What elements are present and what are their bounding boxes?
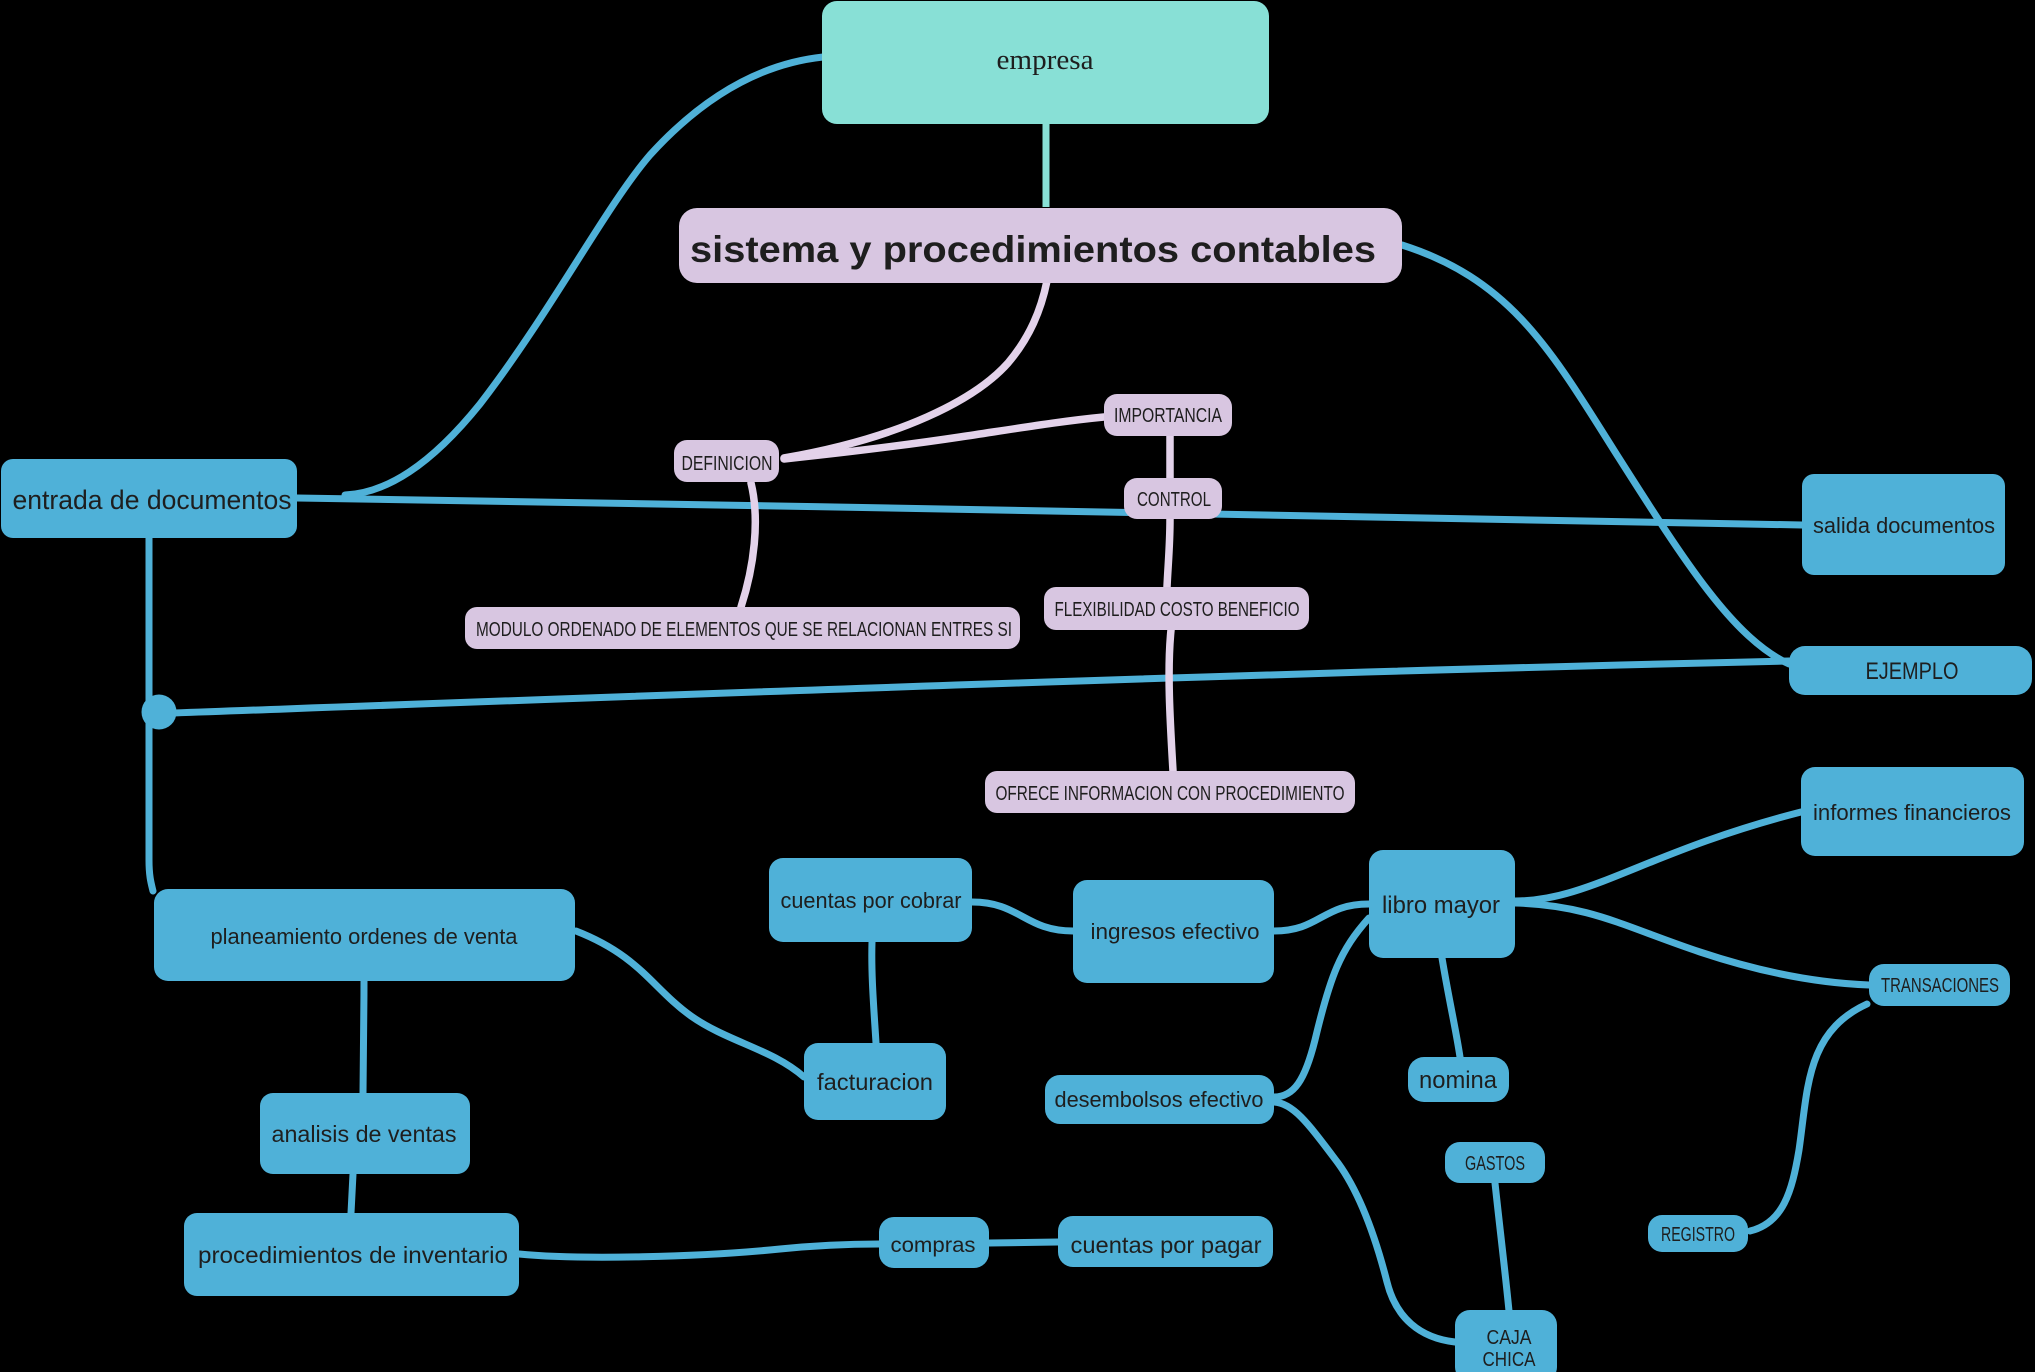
svg-text:salida documentos: salida documentos xyxy=(1813,513,1995,538)
svg-text:FLEXIBILIDAD COSTO BENEFICIO: FLEXIBILIDAD COSTO BENEFICIO xyxy=(1055,599,1300,621)
svg-text:CAJA: CAJA xyxy=(1487,1327,1533,1349)
svg-text:cuentas por cobrar: cuentas por cobrar xyxy=(781,888,962,913)
svg-text:facturacion: facturacion xyxy=(817,1069,933,1095)
svg-text:TRANSACIONES: TRANSACIONES xyxy=(1881,975,1999,997)
svg-text:OFRECE INFORMACION CON PROCEDI: OFRECE INFORMACION CON PROCEDIMIENTO xyxy=(996,783,1345,805)
svg-text:MODULO ORDENADO DE ELEMENTOS Q: MODULO ORDENADO DE ELEMENTOS QUE SE RELA… xyxy=(476,619,1012,641)
svg-text:entrada de documentos: entrada de documentos xyxy=(13,485,292,515)
svg-text:GASTOS: GASTOS xyxy=(1465,1153,1525,1175)
svg-text:CHICA: CHICA xyxy=(1483,1349,1537,1371)
svg-text:ingresos efectivo: ingresos efectivo xyxy=(1091,919,1260,944)
svg-text:CONTROL: CONTROL xyxy=(1137,489,1211,511)
svg-text:procedimientos de inventario: procedimientos de inventario xyxy=(198,1242,508,1268)
svg-text:DEFINICION: DEFINICION xyxy=(682,453,773,475)
svg-text:EJEMPLO: EJEMPLO xyxy=(1866,658,1959,685)
svg-text:planeamiento ordenes de venta: planeamiento ordenes de venta xyxy=(211,924,519,949)
svg-text:desembolsos efectivo: desembolsos efectivo xyxy=(1055,1087,1264,1112)
svg-text:informes financieros: informes financieros xyxy=(1813,800,2011,825)
svg-text:sistema y procedimientos conta: sistema y procedimientos contables xyxy=(690,229,1376,270)
svg-text:empresa: empresa xyxy=(997,44,1094,76)
svg-text:REGISTRO: REGISTRO xyxy=(1661,1224,1735,1246)
svg-text:cuentas por pagar: cuentas por pagar xyxy=(1071,1232,1262,1258)
svg-text:compras: compras xyxy=(891,1234,976,1257)
svg-text:nomina: nomina xyxy=(1419,1067,1498,1094)
svg-text:libro mayor: libro mayor xyxy=(1382,892,1500,919)
svg-text:IMPORTANCIA: IMPORTANCIA xyxy=(1114,405,1223,427)
svg-text:analisis de ventas: analisis de ventas xyxy=(272,1121,457,1147)
